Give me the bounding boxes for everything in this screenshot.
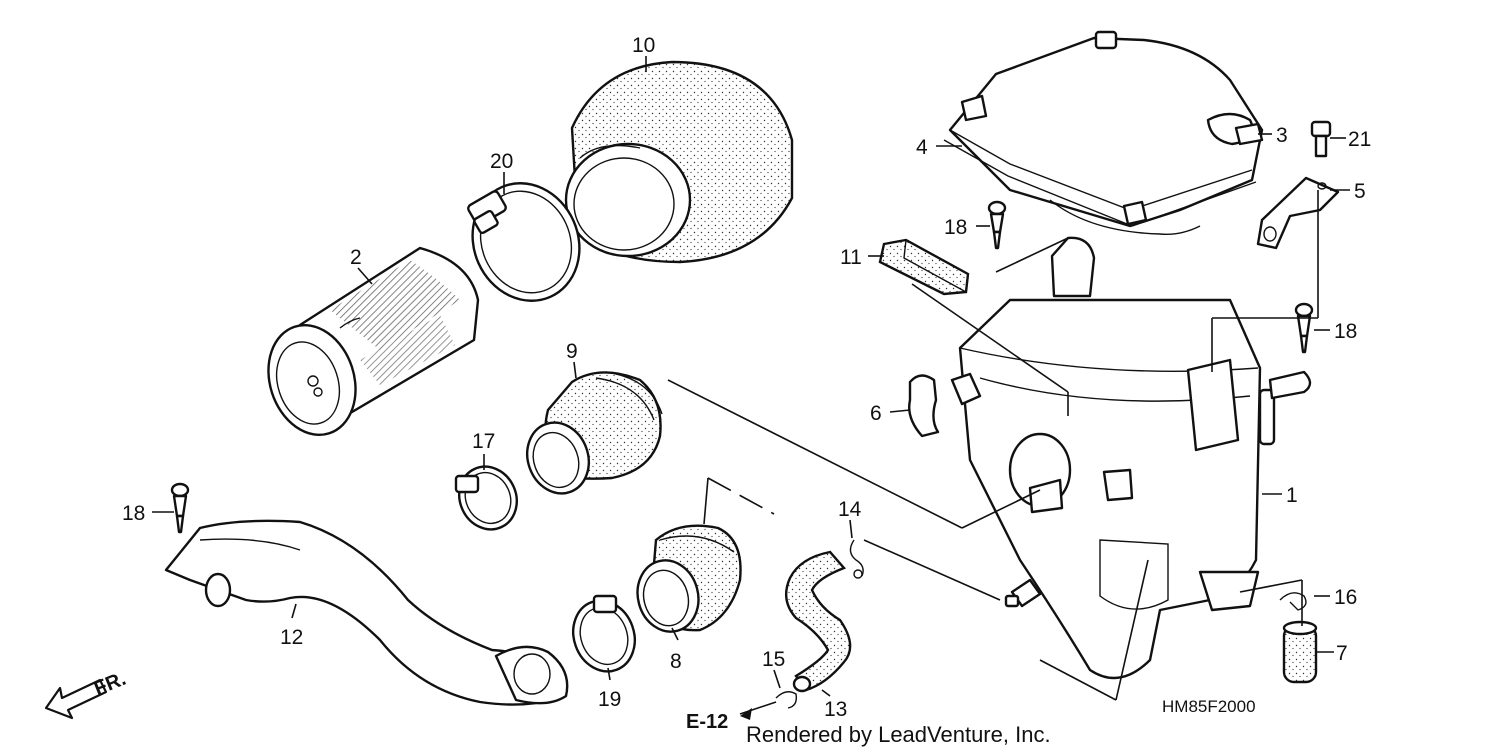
- holder-clip-part: [908, 374, 940, 438]
- foam-filter-part: [564, 60, 794, 264]
- callout-leaders: [152, 56, 1350, 697]
- callout-6: 6: [870, 402, 882, 425]
- callout-1: 1: [1286, 484, 1298, 507]
- callout-14: 14: [838, 498, 862, 521]
- callout-9: 9: [566, 340, 578, 363]
- callout-21: 21: [1348, 128, 1371, 151]
- tube-clip-14-part: [849, 539, 864, 579]
- drawing-code: HM85F2000: [1162, 697, 1256, 716]
- push-rivet-18c-part: [170, 482, 190, 534]
- case-cover-part: [943, 30, 1264, 236]
- push-rivet-18a-part: [987, 200, 1007, 250]
- callout-18-top: 18: [944, 216, 967, 239]
- callout-11: 11: [840, 246, 862, 269]
- connecting-boot-part: [526, 371, 663, 495]
- small-clamp-19-part: [572, 594, 636, 673]
- intake-boot-part: [636, 524, 742, 633]
- guide-lines: [667, 190, 1319, 720]
- callout-labels: 10 20 2 3 21 4 5 18 11 18 9 6 17 1 18 14…: [122, 34, 1371, 721]
- callout-2: 2: [350, 246, 362, 269]
- large-band-clamp-part: [467, 182, 581, 302]
- mounting-bracket-part: [1256, 176, 1340, 250]
- callout-19: 19: [598, 688, 621, 711]
- foam-seal-part: [878, 238, 970, 296]
- page-reference[interactable]: E-12: [686, 711, 728, 733]
- air-cleaner-case-part: [950, 236, 1312, 680]
- callout-7: 7: [1336, 642, 1348, 665]
- inlet-duct-part: [164, 519, 569, 706]
- watermark-text: Rendered by LeadVenture, Inc.: [746, 722, 1051, 747]
- callout-15: 15: [762, 648, 785, 671]
- breather-tube-part: [784, 550, 852, 693]
- push-rivet-18b-part: [1294, 302, 1314, 354]
- callout-5: 5: [1354, 180, 1366, 203]
- filter-mesh-element-part: [267, 246, 480, 437]
- drain-plug-part: [1282, 620, 1318, 684]
- callout-4: 4: [916, 136, 928, 159]
- callout-12: 12: [280, 626, 303, 649]
- bolt-part: [1310, 120, 1332, 158]
- callout-10: 10: [632, 34, 655, 57]
- small-clamp-17-part: [454, 465, 518, 531]
- front-direction-arrow: FR.: [44, 668, 129, 720]
- front-label: FR.: [91, 668, 129, 700]
- grommet-part: [1004, 578, 1042, 608]
- callout-17: 17: [472, 430, 495, 453]
- callout-20: 20: [490, 150, 513, 173]
- tube-clip-15-part: [775, 691, 798, 709]
- callout-16: 16: [1334, 586, 1357, 609]
- callout-18-right: 18: [1334, 320, 1357, 343]
- callout-18-left: 18: [122, 502, 145, 525]
- callout-13: 13: [824, 698, 847, 721]
- callout-8: 8: [670, 650, 682, 673]
- callout-3: 3: [1276, 124, 1288, 147]
